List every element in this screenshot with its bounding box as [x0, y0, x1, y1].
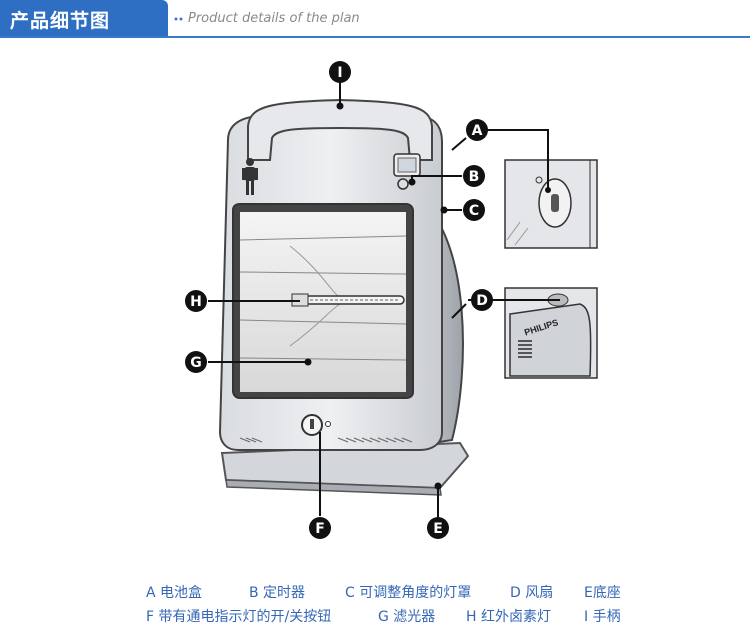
leader-lines — [208, 82, 560, 518]
callout-D: D — [471, 289, 493, 311]
svg-text:A: A — [472, 123, 483, 139]
legend-item-g: G 滤光器 — [378, 609, 436, 625]
timer-display — [393, 153, 421, 190]
handle — [247, 98, 433, 161]
legend-row-1: A 电池盒 B 定时器 C 可调整角度的灯罩 D 风扇 E底座 — [0, 582, 750, 602]
legend-item-b: B 定时器 — [249, 585, 306, 601]
page-title: 产品细节图 — [10, 10, 111, 32]
parts-legend: A 电池盒 B 定时器 C 可调整角度的灯罩 D 风扇 E底座 F 带有通电指示… — [0, 576, 750, 643]
callout-G: G — [185, 351, 207, 373]
leader-dots — [304, 102, 551, 490]
inset-battery-box — [504, 159, 598, 249]
legend-item-a: A 电池盒 — [146, 585, 203, 601]
callout-B: B — [463, 165, 485, 187]
legend-item-d: D 风扇 — [510, 585, 554, 601]
bottom-vents — [239, 437, 413, 443]
power-button — [301, 414, 331, 436]
legend-item-h: H 红外卤素灯 — [466, 609, 551, 625]
svg-text:C: C — [469, 203, 479, 219]
callout-F: F — [309, 517, 331, 539]
heater-diagram: PHILIPS I A B C D — [185, 61, 598, 539]
callout-E: E — [427, 517, 449, 539]
callout-I: I — [329, 61, 351, 83]
svg-text:B: B — [469, 169, 480, 185]
page-subtitle: Product details of the plan — [188, 11, 360, 26]
callout-H: H — [185, 290, 207, 312]
svg-text:E: E — [433, 521, 443, 537]
legend-item-f: F 带有通电指示灯的开/关按钮 — [146, 609, 332, 625]
header-divider — [0, 36, 750, 38]
inset-fan: PHILIPS — [504, 287, 598, 379]
svg-text:G: G — [190, 355, 202, 371]
legend-item-i: I 手柄 — [584, 609, 621, 625]
halogen-lamp — [291, 293, 405, 307]
heater-base — [220, 441, 470, 496]
page-header: 产品细节图 Product details of the plan — [0, 0, 750, 38]
svg-text:D: D — [476, 293, 488, 309]
header-tab: 产品细节图 — [0, 0, 168, 36]
callout-A: A — [466, 119, 488, 141]
svg-text:F: F — [315, 521, 325, 537]
callout-C: C — [463, 199, 485, 221]
person-icon — [242, 158, 258, 195]
svg-text:H: H — [190, 294, 202, 310]
legend-item-e: E底座 — [584, 585, 621, 601]
svg-text:I: I — [337, 65, 342, 81]
legend-row-2: F 带有通电指示灯的开/关按钮 G 滤光器 H 红外卤素灯 I 手柄 — [0, 606, 750, 626]
arrow-dots-icon — [174, 17, 183, 21]
legend-item-c: C 可调整角度的灯罩 — [345, 585, 472, 601]
